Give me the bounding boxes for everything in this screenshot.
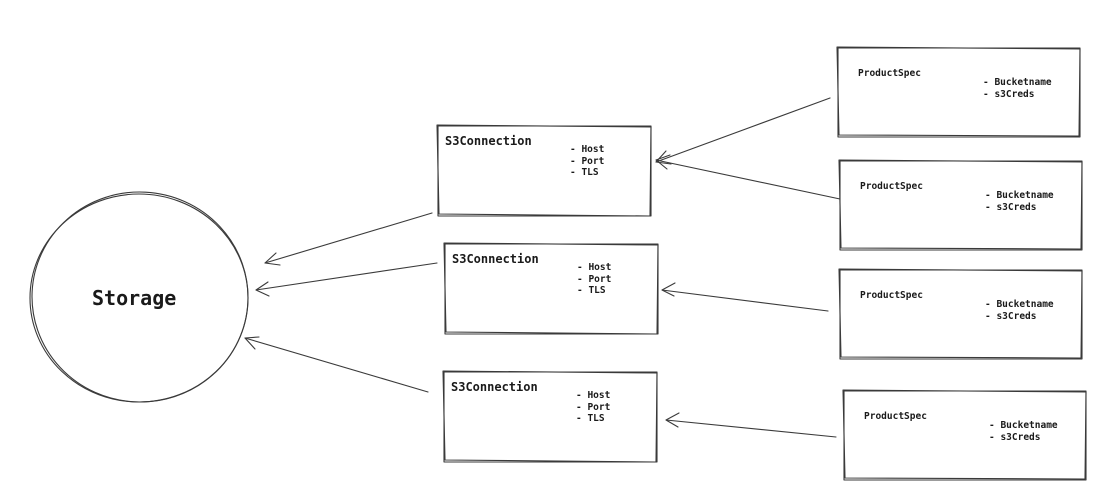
s3connection-title: S3Connection xyxy=(445,134,532,148)
productspec-fields: - Bucketname - s3Creds xyxy=(985,299,1054,323)
field-tls: - TLS xyxy=(576,413,605,424)
field-bucketname: - Bucketname xyxy=(985,299,1054,310)
s3connection-title: S3Connection xyxy=(452,252,539,266)
s3connection-box-2-outline xyxy=(443,242,659,335)
s3connection-fields: - Host - Port - TLS xyxy=(570,144,604,179)
field-host: - Host xyxy=(577,262,612,273)
arrow-connection-1-to-storage xyxy=(264,212,433,266)
productspec-box-4-outline xyxy=(842,389,1087,481)
s3connection-box-1-outline xyxy=(436,124,652,217)
field-port: - Port xyxy=(576,401,611,413)
field-bucketname: - Bucketname xyxy=(989,420,1058,431)
s3connection-box-1: S3Connection - Host - Port - TLS xyxy=(438,126,651,216)
productspec-title: ProductSpec xyxy=(860,181,923,192)
productspec-box-2: ProductSpec - Bucketname - s3Creds xyxy=(840,161,1082,250)
productspec-title: ProductSpec xyxy=(864,411,927,422)
productspec-box-4: ProductSpec - Bucketname - s3Creds xyxy=(844,391,1086,480)
field-tls: - TLS xyxy=(570,167,599,178)
productspec-fields: - Bucketname - s3Creds xyxy=(985,190,1054,214)
storage-label: Storage xyxy=(92,286,177,310)
field-s3creds: - s3Creds xyxy=(985,202,1037,213)
arrow-connection-2-to-storage xyxy=(255,262,438,297)
productspec-title: ProductSpec xyxy=(860,290,923,301)
field-port: - Port xyxy=(577,273,612,285)
arrow-connection-3-to-storage xyxy=(244,336,429,393)
field-s3creds: - s3Creds xyxy=(983,89,1035,100)
field-bucketname: - Bucketname xyxy=(985,190,1054,201)
s3connection-fields: - Host - Port - TLS xyxy=(577,262,611,297)
arrow-productspec-2-to-connection-1 xyxy=(655,154,841,200)
s3connection-box-3-outline xyxy=(442,370,658,463)
field-s3creds: - s3Creds xyxy=(985,311,1037,322)
productspec-fields: - Bucketname - s3Creds xyxy=(983,77,1052,101)
field-bucketname: - Bucketname xyxy=(983,77,1052,88)
arrow-productspec-3-to-connection-2 xyxy=(661,282,829,312)
s3connection-box-3: S3Connection - Host - Port - TLS xyxy=(444,372,657,462)
productspec-box-2-outline xyxy=(838,159,1083,251)
field-port: - Port xyxy=(570,155,605,167)
field-s3creds: - s3Creds xyxy=(989,432,1041,443)
field-host: - Host xyxy=(570,144,605,155)
productspec-box-3-outline xyxy=(838,268,1083,360)
arrow-productspec-4-to-connection-3 xyxy=(665,412,837,438)
field-host: - Host xyxy=(576,390,611,401)
field-tls: - TLS xyxy=(577,285,606,296)
storage-circle xyxy=(29,191,249,403)
productspec-box-3: ProductSpec - Bucketname - s3Creds xyxy=(840,270,1082,359)
productspec-box-1: ProductSpec - Bucketname - s3Creds xyxy=(838,48,1080,137)
s3connection-fields: - Host - Port - TLS xyxy=(576,390,610,425)
s3connection-title: S3Connection xyxy=(451,380,538,394)
s3connection-box-2: S3Connection - Host - Port - TLS xyxy=(445,244,658,334)
arrow-productspec-1-to-connection-1 xyxy=(655,97,831,165)
productspec-fields: - Bucketname - s3Creds xyxy=(989,420,1058,444)
productspec-box-1-outline xyxy=(836,46,1081,138)
productspec-title: ProductSpec xyxy=(858,68,921,79)
